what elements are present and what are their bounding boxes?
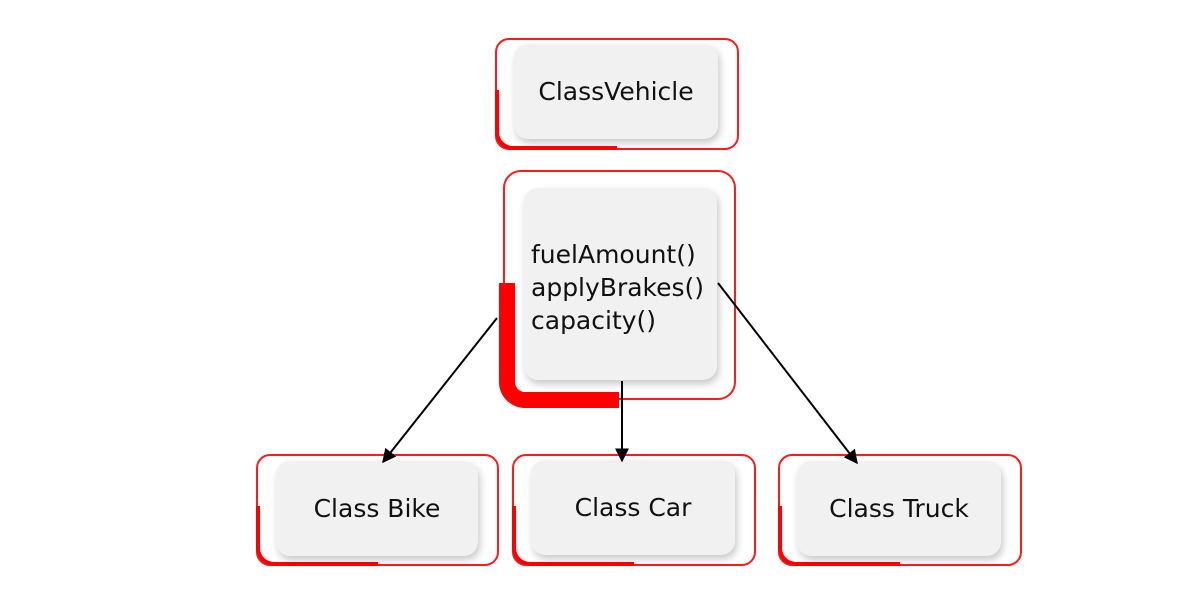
parent-class-label: ClassVehicle [538,77,694,106]
methods-box: fuelAmount() applyBrakes() capacity() [524,188,717,380]
arrow-to-bike [382,317,498,464]
arrow-to-truck [717,282,858,465]
parent-class-accent [495,90,617,150]
child-class-accent-truck [778,506,900,566]
child-class-label-bike: Class Bike [313,494,441,523]
child-class-box-car: Class Car [531,460,735,555]
child-class-accent-bike [256,506,378,566]
method-item: fuelAmount() [531,239,696,269]
child-class-label-car: Class Car [574,493,692,522]
child-class-label-truck: Class Truck [829,494,969,523]
child-class-accent-car [512,506,634,566]
methods-accent [499,283,619,408]
method-item: applyBrakes() [531,272,705,302]
child-class-box-truck: Class Truck [797,461,1001,556]
method-item: capacity() [531,305,657,335]
parent-class-box: ClassVehicle [514,44,718,139]
child-class-box-bike: Class Bike [276,461,478,556]
